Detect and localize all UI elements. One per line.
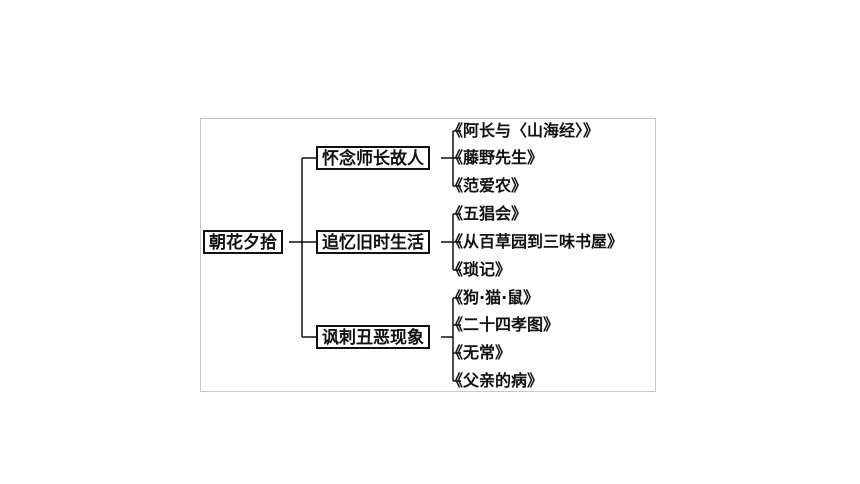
work-item: 《父亲的病》 (447, 371, 544, 390)
work-item: 《琐记》 (447, 260, 512, 279)
work-item: 《二十四孝图》 (447, 315, 560, 334)
work-item: 《从百草园到三味书屋》 (447, 232, 624, 251)
theme-node-2: 追忆旧时生活 (316, 230, 430, 254)
work-item: 《五猖会》 (447, 204, 528, 223)
theme-node-1: 怀念师长故人 (316, 146, 430, 170)
root-node: 朝花夕拾 (203, 230, 283, 254)
work-item: 《无常》 (447, 343, 512, 362)
work-item: 《藤野先生》 (447, 148, 544, 167)
work-item: 《狗·猫·鼠》 (447, 288, 540, 307)
work-item: 《阿长与〈山海经〉》 (447, 121, 600, 140)
connector-lines (289, 130, 461, 382)
book-structure-diagram: 朝花夕拾 怀念师长故人 追忆旧时生活 讽刺丑恶现象 《阿长与〈山海经〉》 《藤野… (200, 118, 656, 392)
theme-node-3: 讽刺丑恶现象 (316, 325, 430, 349)
work-item: 《范爱农》 (447, 176, 528, 195)
